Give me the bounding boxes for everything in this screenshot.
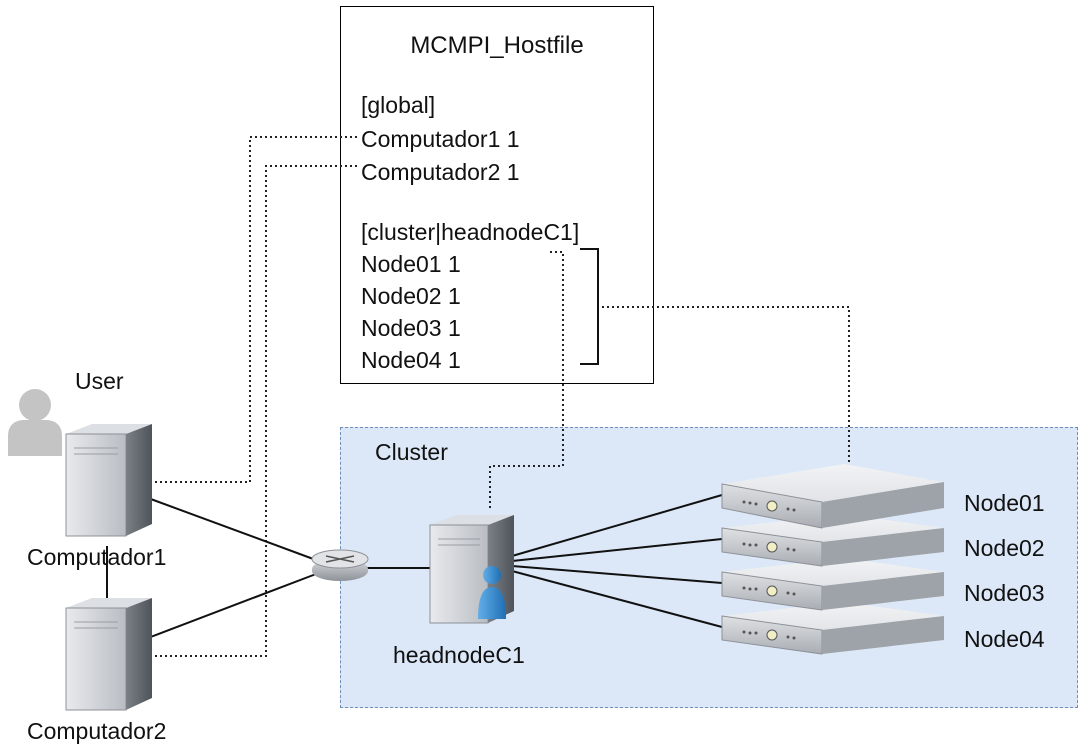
tower-server-icon bbox=[65, 424, 152, 537]
link-c1-router bbox=[147, 497, 317, 561]
computador1-label: Computador1 bbox=[27, 544, 167, 570]
hostfile-line-node03: Node03 1 bbox=[361, 315, 461, 341]
nodes-bracket bbox=[580, 248, 599, 365]
rack-server-icon bbox=[721, 558, 944, 611]
link-c2-router bbox=[147, 573, 317, 639]
node03-label: Node03 bbox=[964, 580, 1045, 606]
dotted-link-headnode bbox=[489, 251, 564, 508]
link-headnode-node03 bbox=[511, 565, 723, 584]
rack-server-icon bbox=[721, 464, 944, 529]
tower-server-admin-icon bbox=[429, 515, 514, 624]
computador2-label: Computador2 bbox=[27, 718, 167, 744]
cluster-label: Cluster bbox=[375, 439, 448, 465]
hostfile-line-node02: Node02 1 bbox=[361, 283, 461, 309]
hostfile-line-computador1: Computador1 1 bbox=[361, 126, 520, 152]
dotted-link-nodes bbox=[602, 306, 850, 464]
hostfile-title: MCMPI_Hostfile bbox=[410, 32, 584, 59]
link-headnode-node01 bbox=[511, 494, 723, 557]
user-label: User bbox=[75, 368, 124, 394]
hostfile-line-cluster: [cluster|headnodeC1] bbox=[361, 219, 580, 245]
link-headnode-node02 bbox=[511, 538, 723, 562]
hostfile-line-global: [global] bbox=[361, 92, 436, 118]
router-icon bbox=[311, 549, 369, 581]
user-icon bbox=[8, 389, 62, 456]
hostfile-line-computador2: Computador2 1 bbox=[361, 159, 520, 185]
rack-server-icon bbox=[721, 514, 944, 567]
rack-server-icon bbox=[721, 602, 944, 655]
network-links bbox=[106, 494, 723, 639]
hostfile-line-node01: Node01 1 bbox=[361, 251, 461, 277]
node01-label: Node01 bbox=[964, 490, 1045, 516]
headnode-label: headnodeC1 bbox=[393, 642, 525, 668]
hostfile-box: MCMPI_Hostfile [global] Computador1 1 Co… bbox=[340, 6, 654, 384]
dotted-links bbox=[150, 136, 850, 657]
node02-label: Node02 bbox=[964, 535, 1045, 561]
node04-label: Node04 bbox=[964, 626, 1045, 652]
hostfile-line-node04: Node04 1 bbox=[361, 347, 461, 373]
link-headnode-node04 bbox=[511, 570, 723, 628]
dotted-link-computador2 bbox=[150, 165, 358, 657]
dotted-link-computador1 bbox=[150, 136, 358, 483]
tower-server-icon bbox=[65, 598, 152, 711]
